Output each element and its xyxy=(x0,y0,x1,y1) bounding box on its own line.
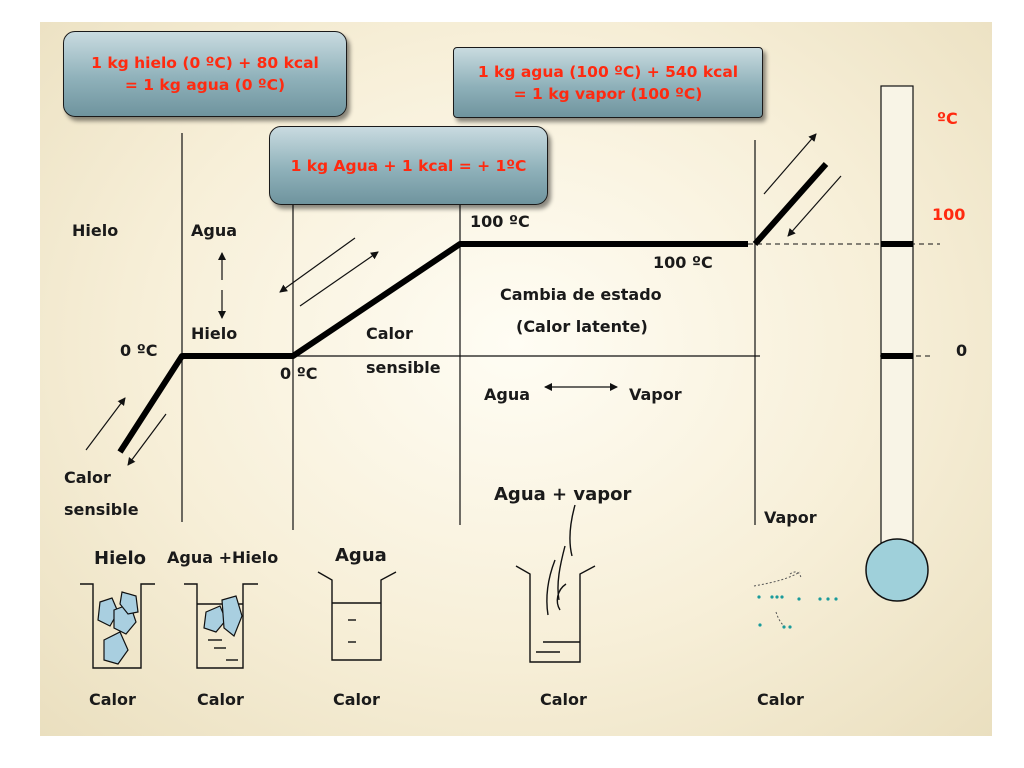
vapor-particles xyxy=(757,595,838,629)
vapor-segment xyxy=(752,162,829,246)
label-0c-mid: 0 ºC xyxy=(280,364,318,383)
beaker-1 xyxy=(80,583,155,669)
fusion-line-2: = 1 kg agua (0 ºC) xyxy=(124,76,286,94)
beaker-3 xyxy=(317,571,397,661)
arrow-sensible-down xyxy=(279,237,356,293)
beaker-1-caption: Calor xyxy=(89,690,136,709)
beakers xyxy=(80,504,596,669)
label-sensible-1: sensible xyxy=(366,358,441,377)
beaker-4 xyxy=(515,565,596,663)
thermometer-unit: ºC xyxy=(937,109,958,128)
thermometer-0: 0 xyxy=(956,341,968,360)
arrow-down-left-1 xyxy=(127,413,167,466)
arrow-sensible-up xyxy=(299,251,379,307)
beaker-2-caption: Calor xyxy=(197,690,244,709)
vaporization-line-1: 1 kg agua (100 ºC) + 540 kcal xyxy=(477,62,739,81)
label-sensible-2: sensible xyxy=(64,500,139,519)
label-agua-vapor: Agua + vapor xyxy=(494,484,632,505)
specific-heat-line: 1 kg Agua + 1 kcal = + 1ºC xyxy=(290,156,527,175)
label-0c-left: 0 ºC xyxy=(120,341,158,360)
beaker-3-caption: Calor xyxy=(333,690,380,709)
direction-arrows xyxy=(85,133,842,466)
phase-dividers xyxy=(181,133,756,530)
label-calor-latente: (Calor latente) xyxy=(516,317,648,336)
beaker-4-caption: Calor xyxy=(540,690,587,709)
thermometer-bulb xyxy=(865,538,929,602)
beaker-5-caption: Calor xyxy=(757,690,804,709)
arrow-vapor-down xyxy=(787,175,842,237)
mark-100 xyxy=(881,241,913,247)
thermometer-100: 100 xyxy=(932,205,966,224)
label-cambia-estado: Cambia de estado xyxy=(500,285,662,304)
beaker-2 xyxy=(184,583,258,669)
fusion-line-1: 1 kg hielo (0 ºC) + 80 kcal xyxy=(91,54,319,72)
vaporization-box: 1 kg agua (100 ºC) + 540 kcal = 1 kg vap… xyxy=(453,47,763,118)
label-calor-1: Calor xyxy=(366,324,413,343)
thermometer xyxy=(865,85,929,602)
label-agua-transition: Agua xyxy=(484,385,531,404)
fusion-box: 1 kg hielo (0 ºC) + 80 kcal = 1 kg agua … xyxy=(63,31,347,117)
label-100c-top: 100 ºC xyxy=(470,212,530,231)
specific-heat-box: 1 kg Agua + 1 kcal = + 1ºC xyxy=(269,126,548,205)
heating-curve xyxy=(117,241,748,454)
label-vapor: Vapor xyxy=(764,508,817,527)
ice-cubes xyxy=(97,591,243,665)
beaker-1-title: Hielo xyxy=(94,548,146,569)
beaker-2-title: Agua +Hielo xyxy=(167,548,279,567)
label-agua: Agua xyxy=(191,221,238,240)
label-vapor-transition: Vapor xyxy=(629,385,682,404)
mark-0 xyxy=(881,353,913,359)
label-calor-2: Calor xyxy=(64,468,111,487)
label-100c-bottom: 100 ºC xyxy=(653,253,713,272)
beaker-3-title: Agua xyxy=(335,545,387,566)
label-hielo: Hielo xyxy=(72,221,119,240)
arrow-up-left-1 xyxy=(85,397,126,451)
arrow-vapor-up xyxy=(763,133,817,195)
vaporization-line-2: = 1 kg vapor (100 ºC) xyxy=(513,84,703,103)
thermometer-tube xyxy=(880,85,914,552)
label-hielo-2: Hielo xyxy=(191,324,238,343)
